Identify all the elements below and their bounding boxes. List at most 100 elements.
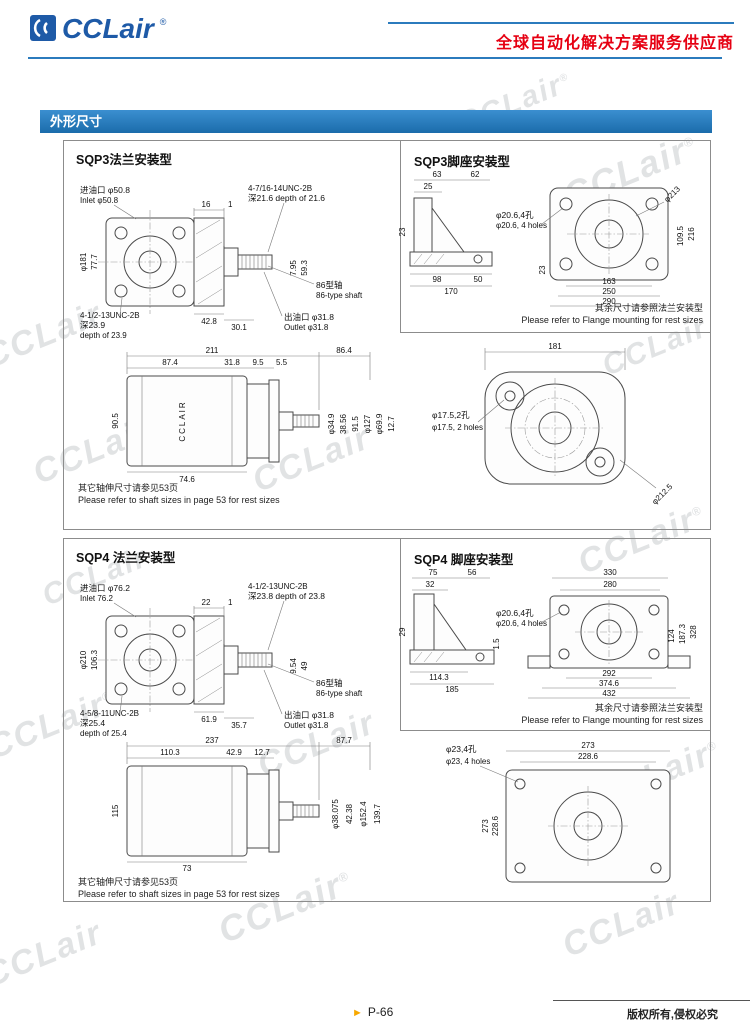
copyright-notice: 版权所有,侵权必究 (626, 1009, 718, 1021)
note-cn: 其它轴伸尺寸请参见53页 (78, 877, 179, 887)
sqp3-flange-side-drawing: CCLAIR 211 86.4 87.4 31.8 9.5 5.5 90.5 φ… (111, 346, 396, 484)
dim-label: 115 (111, 804, 120, 817)
dim-label: 330 (603, 568, 617, 577)
dim-label: 29 (398, 627, 407, 636)
dim-label: 59.3 (300, 260, 309, 276)
dimension-annotations: 330 280 φ20.6,4孔 φ20.6, 4 holes 292 374.… (496, 568, 698, 699)
dim-label: φ69.9 (375, 413, 384, 434)
sqp3-foot-drawing: 63 62 25 23 98 50 170 φ213 φ20.6,4孔 φ20.… (398, 170, 696, 307)
holes-label-en: φ23, 4 holes (446, 757, 490, 766)
sqp4-foot-drawing: 75 56 32 29 1.5 114.3 185 330 280 φ20.6,… (398, 568, 698, 699)
outlet-label-en: Outlet φ31.8 (284, 323, 329, 332)
outlet-label-en: Outlet φ31.8 (284, 721, 329, 730)
dim-label: 42.38 (345, 803, 354, 824)
sqp3-flange-front-drawing: 进油口 φ50.8 Inlet φ50.8 16 1 4-7/16-14UNC-… (79, 184, 363, 340)
inlet-label: 进油口 φ50.8 (80, 185, 130, 195)
oval-flange-view (484, 371, 626, 485)
dim-label: 114.3 (429, 673, 449, 682)
dim-label: 273 (481, 819, 490, 833)
dim-label: φ38.075 (331, 799, 340, 829)
holes-label-en: φ17.5, 2 holes (432, 423, 483, 432)
dim-label: 23 (538, 265, 547, 274)
dimension-annotations: 63 62 25 23 98 50 170 (398, 170, 492, 296)
dim-label: 432 (602, 689, 616, 698)
page-arrow-icon: ► (352, 1007, 363, 1019)
dim-label: φ212.5 (650, 482, 675, 507)
dim-label: 110.3 (160, 748, 180, 757)
dim-label: 250 (602, 287, 616, 296)
holes-label-en: φ20.6, 4 holes (496, 221, 547, 230)
dim-label: 374.6 (599, 679, 620, 688)
dim-label: 216 (687, 227, 696, 241)
sqp3-flange-note: 其它轴伸尺寸请参见53页 Please refer to shaft sizes… (78, 482, 280, 506)
dimension-annotations: 237 87.7 110.3 42.9 12.7 115 φ38.075 42.… (111, 736, 382, 873)
dim-label: 49 (300, 661, 309, 670)
body-logo-text: CCLAIR (178, 400, 187, 441)
dim-label: 139.7 (373, 803, 382, 824)
thread-label: 4-7/16-14UNC-2B (248, 184, 312, 193)
note-cn: 其它轴伸尺寸请参见53页 (78, 483, 179, 493)
dim-label: 90.5 (111, 413, 120, 429)
shaft-label-en: 86-type shaft (316, 291, 363, 300)
dim-label: 61.9 (201, 715, 217, 724)
sqp3-foot-flange-drawing: 181 φ17.5,2孔 φ17.5, 2 holes φ212.5 (432, 342, 675, 507)
dimension-annotations: φ23,4孔 φ23, 4 holes 273 228.6 273 228.6 (446, 741, 670, 836)
sqp3-foot-box (400, 140, 711, 333)
dim-label: 228.6 (491, 815, 500, 836)
pump-side-view: CCLAIR (126, 375, 320, 467)
dim-label: 5.5 (276, 358, 288, 367)
dim-label: 273 (581, 741, 595, 750)
dim-label: 16 (202, 200, 211, 209)
dim-label: 77.7 (90, 254, 99, 270)
holes-label: φ17.5,2孔 (432, 410, 470, 420)
dim-label: 1 (228, 200, 233, 209)
dim-label: 73 (183, 864, 192, 873)
dim-label: φ152.4 (359, 801, 368, 827)
shaft-label-en: 86-type shaft (316, 689, 363, 698)
note-cn: 其余尺寸请参照法兰安装型 (594, 303, 703, 313)
holes-label: φ20.6,4孔 (496, 608, 534, 618)
pump-section-view (193, 615, 273, 705)
dimension-annotations: 进油口 φ50.8 Inlet φ50.8 16 1 4-7/16-14UNC-… (79, 184, 363, 340)
shaft-label: 86型轴 (316, 280, 342, 290)
dim-label: 9.54 (289, 658, 298, 674)
dim-label: 292 (602, 669, 616, 678)
thread-depth-label-en: depth of 23.9 (80, 331, 127, 340)
inlet-label: 进油口 φ76.2 (80, 583, 130, 593)
dim-label: 31.8 (224, 358, 240, 367)
inlet-label-en: Inlet 76.2 (80, 594, 113, 603)
header-tagline: 全球自动化解决方案服务供应商 (495, 35, 734, 52)
dim-label: 237 (205, 736, 219, 745)
dim-label: 86.4 (336, 346, 352, 355)
thread-depth-label: 深21.6 depth of 21.6 (248, 193, 325, 203)
dim-label: 22 (202, 598, 211, 607)
pump-section-view (193, 217, 273, 307)
dim-label: 228.6 (578, 752, 599, 761)
inlet-label-en: Inlet φ50.8 (80, 196, 119, 205)
dim-label: 50 (474, 275, 483, 284)
sqp4-flange-title: SQP4 法兰安装型 (76, 551, 176, 565)
dim-label: 1.5 (492, 638, 501, 650)
sqp4-flange-note: 其它轴伸尺寸请参见53页 Please refer to shaft sizes… (78, 876, 280, 900)
dim-label: 35.7 (231, 721, 247, 730)
dim-label: 280 (603, 580, 617, 589)
footer-rule (553, 1000, 750, 1001)
dim-label: 1 (228, 598, 233, 607)
dim-label: φ213 (662, 184, 682, 204)
cclair-logo: CCLair ® (30, 15, 166, 43)
thread-depth-label: 深25.4 (80, 718, 105, 728)
foot-bracket-side-view (409, 593, 495, 665)
thread-depth-label-en: depth of 25.4 (80, 729, 127, 738)
thread-depth-label: 深23.8 depth of 23.8 (248, 591, 325, 601)
page-number: ►P-66 (352, 1005, 393, 1019)
logo-text: CCLair (62, 13, 154, 44)
dimension-annotations: φ213 φ20.6,4孔 φ20.6, 4 holes 23 163 250 … (496, 184, 696, 307)
cclair-logo-icon (30, 15, 56, 41)
dim-label: 187.3 (678, 623, 687, 644)
dim-label: 56 (468, 568, 477, 577)
dim-label: 32 (426, 580, 435, 589)
dim-label: 63 (433, 170, 442, 179)
thread-depth-label: 深23.9 (80, 320, 105, 330)
dim-label: φ127 (363, 414, 372, 433)
dimension-annotations: 211 86.4 87.4 31.8 9.5 5.5 90.5 φ34.9 38… (111, 346, 396, 484)
